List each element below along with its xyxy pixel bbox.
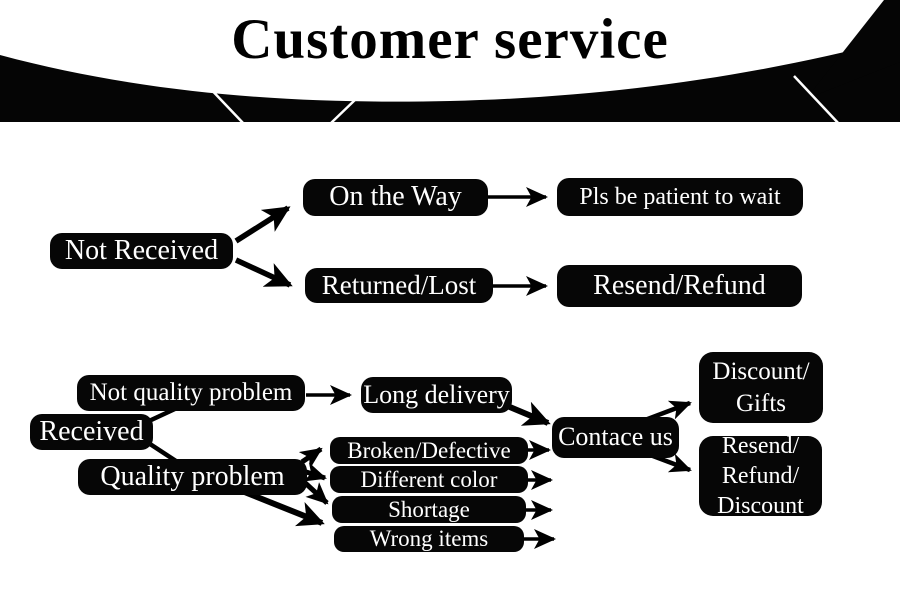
node-label-line: Refund/ [721,463,800,489]
node-label: Wrong items [369,526,489,552]
node-label: Received [39,415,144,447]
node-label: Not quality problem [89,379,293,407]
node-long-delivery: Long delivery [361,377,512,413]
node-label: Shortage [388,496,470,522]
node-label: Resend/Refund [593,269,766,301]
node-different-color: Different color [330,466,528,493]
node-label: On the Way [329,181,462,213]
node-quality-problem: Quality problem [78,459,307,495]
node-label: Broken/Defective [347,437,511,463]
node-contact-us: Contace us [552,417,679,458]
node-label: Returned/Lost [321,269,477,300]
page-title: Customer service [231,8,669,71]
node-on-the-way: On the Way [303,179,488,216]
header-swoosh-graphic [0,0,900,126]
node-label: Long delivery [363,379,510,409]
node-label: Quality problem [100,460,285,492]
node-not-quality-problem: Not quality problem [77,375,305,411]
node-label-line: Gifts [736,389,786,417]
node-label: Pls be patient to wait [579,183,781,210]
node-discount-gifts: Discount/ Gifts [699,352,823,423]
node-not-received: Not Received [50,233,233,269]
node-label: Not Received [64,234,219,266]
node-resend-refund-discount: Resend/ Refund/ Discount [699,433,822,519]
node-pls-be-patient: Pls be patient to wait [557,178,803,216]
node-label: Contace us [558,422,673,452]
node-label-line: Discount/ [712,358,810,386]
node-returned-lost: Returned/Lost [305,268,493,303]
node-label-line: Discount [717,493,804,519]
node-broken-defective: Broken/Defective [330,437,528,464]
node-shortage: Shortage [332,496,526,523]
node-resend-refund: Resend/Refund [557,265,802,307]
node-wrong-items: Wrong items [334,526,524,552]
node-label: Different color [360,466,498,492]
node-label-line: Resend/ [721,433,800,459]
node-received: Received [30,414,153,450]
